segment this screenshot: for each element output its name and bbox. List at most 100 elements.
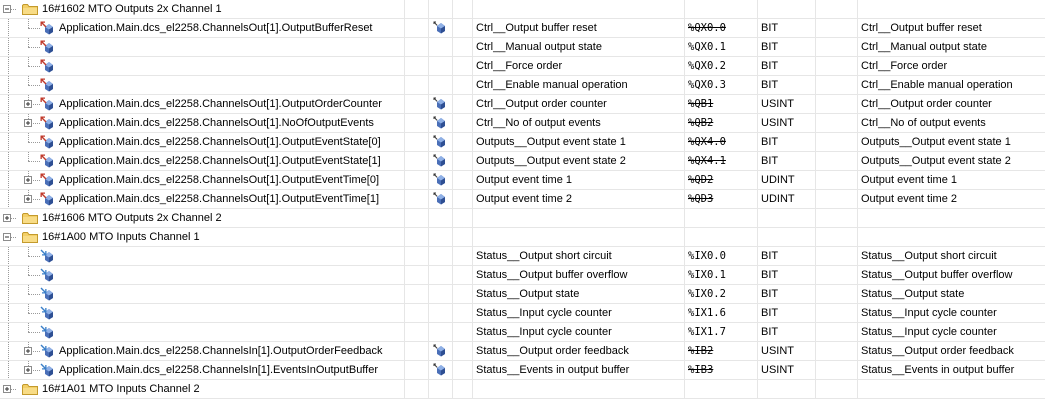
mapping-cell[interactable] (428, 190, 452, 208)
channel-row[interactable]: Application.Main.dcs_el2258.ChannelsOut[… (0, 114, 1045, 133)
variable-cell[interactable] (0, 304, 404, 322)
variable-name[interactable]: Application.Main.dcs_el2258.ChannelsOut[… (59, 98, 382, 110)
collapse-toggle[interactable] (3, 5, 11, 13)
variable-cell[interactable]: Application.Main.dcs_el2258.ChannelsIn[1… (0, 361, 404, 379)
expand-toggle[interactable] (3, 385, 11, 393)
variable-name[interactable]: Application.Main.dcs_el2258.ChannelsOut[… (59, 193, 379, 205)
variable-cell[interactable]: Application.Main.dcs_el2258.ChannelsOut[… (0, 95, 404, 113)
variable-cell[interactable]: Application.Main.dcs_el2258.ChannelsOut[… (0, 19, 404, 37)
mapping-cell[interactable] (428, 152, 452, 170)
channel-row[interactable]: Application.Main.dcs_el2258.ChannelsOut[… (0, 190, 1045, 209)
mapping-icon[interactable] (433, 344, 447, 358)
variable-cell[interactable] (0, 76, 404, 94)
group-row[interactable]: 16#1606 MTO Outputs 2x Channel 2 (0, 209, 1045, 228)
variable-cell[interactable] (0, 38, 404, 56)
mapping-cell[interactable] (428, 57, 452, 75)
mapping-icon[interactable] (433, 97, 447, 111)
variable-cell[interactable]: Application.Main.dcs_el2258.ChannelsOut[… (0, 133, 404, 151)
group-row[interactable]: 16#1A01 MTO Inputs Channel 2 (0, 380, 1045, 399)
mapping-icon[interactable] (433, 173, 447, 187)
mapping-cell[interactable] (428, 95, 452, 113)
mapping-cell[interactable] (428, 133, 452, 151)
group-row[interactable]: 16#1602 MTO Outputs 2x Channel 1 (0, 0, 1045, 19)
variable-name[interactable]: Application.Main.dcs_el2258.ChannelsIn[1… (59, 364, 378, 376)
channel-row[interactable]: Application.Main.dcs_el2258.ChannelsOut[… (0, 95, 1045, 114)
channel-row[interactable]: Application.Main.dcs_el2258.ChannelsIn[1… (0, 361, 1045, 380)
mapping-cell[interactable] (428, 323, 452, 341)
expand-toggle[interactable] (3, 214, 11, 222)
variable-name[interactable]: Application.Main.dcs_el2258.ChannelsOut[… (59, 174, 379, 186)
mapping-icon[interactable] (433, 154, 447, 168)
collapse-toggle[interactable] (3, 233, 11, 241)
variable-name[interactable]: Application.Main.dcs_el2258.ChannelsOut[… (59, 117, 374, 129)
variable-cell[interactable]: Application.Main.dcs_el2258.ChannelsOut[… (0, 171, 404, 189)
channel-row[interactable]: Application.Main.dcs_el2258.ChannelsOut[… (0, 133, 1045, 152)
expand-toggle[interactable] (24, 195, 32, 203)
channel-row[interactable]: Application.Main.dcs_el2258.ChannelsIn[1… (0, 342, 1045, 361)
variable-cell[interactable] (0, 57, 404, 75)
variable-cell[interactable]: Application.Main.dcs_el2258.ChannelsOut[… (0, 190, 404, 208)
mapping-cell[interactable] (428, 38, 452, 56)
mapping-icon[interactable] (433, 192, 447, 206)
mapping-icon[interactable] (433, 116, 447, 130)
variable-cell[interactable]: Application.Main.dcs_el2258.ChannelsIn[1… (0, 342, 404, 360)
variable-cell[interactable]: 16#1606 MTO Outputs 2x Channel 2 (0, 209, 404, 227)
mapping-cell[interactable] (428, 171, 452, 189)
mapping-cell[interactable] (428, 76, 452, 94)
mapping-cell[interactable] (428, 266, 452, 284)
variable-cell[interactable] (0, 247, 404, 265)
mapping-cell[interactable] (428, 19, 452, 37)
variable-name[interactable]: Application.Main.dcs_el2258.ChannelsIn[1… (59, 345, 383, 357)
mapping-cell[interactable] (428, 114, 452, 132)
variable-cell[interactable]: 16#1A01 MTO Inputs Channel 2 (0, 380, 404, 398)
column-separator (452, 0, 453, 399)
tree-vertical-line (28, 171, 29, 180)
output-variable-icon (40, 21, 53, 35)
variable-name[interactable]: Application.Main.dcs_el2258.ChannelsOut[… (59, 22, 373, 34)
expand-toggle[interactable] (24, 176, 32, 184)
variable-cell[interactable] (0, 323, 404, 341)
expand-toggle[interactable] (24, 347, 32, 355)
variable-cell[interactable] (0, 266, 404, 284)
channel-row[interactable]: Application.Main.dcs_el2258.ChannelsOut[… (0, 171, 1045, 190)
variable-cell[interactable]: Application.Main.dcs_el2258.ChannelsOut[… (0, 114, 404, 132)
expand-toggle[interactable] (24, 366, 32, 374)
mapping-cell[interactable] (428, 247, 452, 265)
mapping-cell[interactable] (428, 304, 452, 322)
variable-name[interactable]: Application.Main.dcs_el2258.ChannelsOut[… (59, 155, 381, 167)
data-type: BIT (761, 307, 779, 319)
tree-vertical-line (28, 152, 29, 161)
variable-cell[interactable]: Application.Main.dcs_el2258.ChannelsOut[… (0, 152, 404, 170)
mapping-cell[interactable] (428, 285, 452, 303)
address-value: %QX4.1 (688, 155, 726, 167)
address-value: %QX0.1 (688, 41, 726, 53)
mapping-cell[interactable] (428, 361, 452, 379)
channel-row[interactable]: Application.Main.dcs_el2258.ChannelsOut[… (0, 19, 1045, 38)
expand-toggle[interactable] (24, 100, 32, 108)
output-variable-icon (40, 59, 53, 73)
variable-cell[interactable]: 16#1602 MTO Outputs 2x Channel 1 (0, 0, 404, 18)
address-value: %QX4.0 (688, 136, 726, 148)
group-row[interactable]: 16#1A00 MTO Inputs Channel 1 (0, 228, 1045, 247)
address-value: %QX0.3 (688, 79, 726, 91)
variable-name[interactable]: Application.Main.dcs_el2258.ChannelsOut[… (59, 136, 381, 148)
mapping-icon[interactable] (433, 363, 447, 377)
mapping-icon[interactable] (433, 21, 447, 35)
variable-cell[interactable]: 16#1A00 MTO Inputs Channel 1 (0, 228, 404, 246)
mapping-cell[interactable] (428, 342, 452, 360)
mapping-icon[interactable] (433, 135, 447, 149)
channel-description: Status__Input cycle counter (861, 326, 997, 338)
mapping-icon (433, 116, 445, 129)
data-type: UDINT (761, 174, 795, 186)
variable-cell[interactable] (0, 285, 404, 303)
expand-toggle[interactable] (24, 119, 32, 127)
channel-row[interactable]: Application.Main.dcs_el2258.ChannelsOut[… (0, 152, 1045, 171)
